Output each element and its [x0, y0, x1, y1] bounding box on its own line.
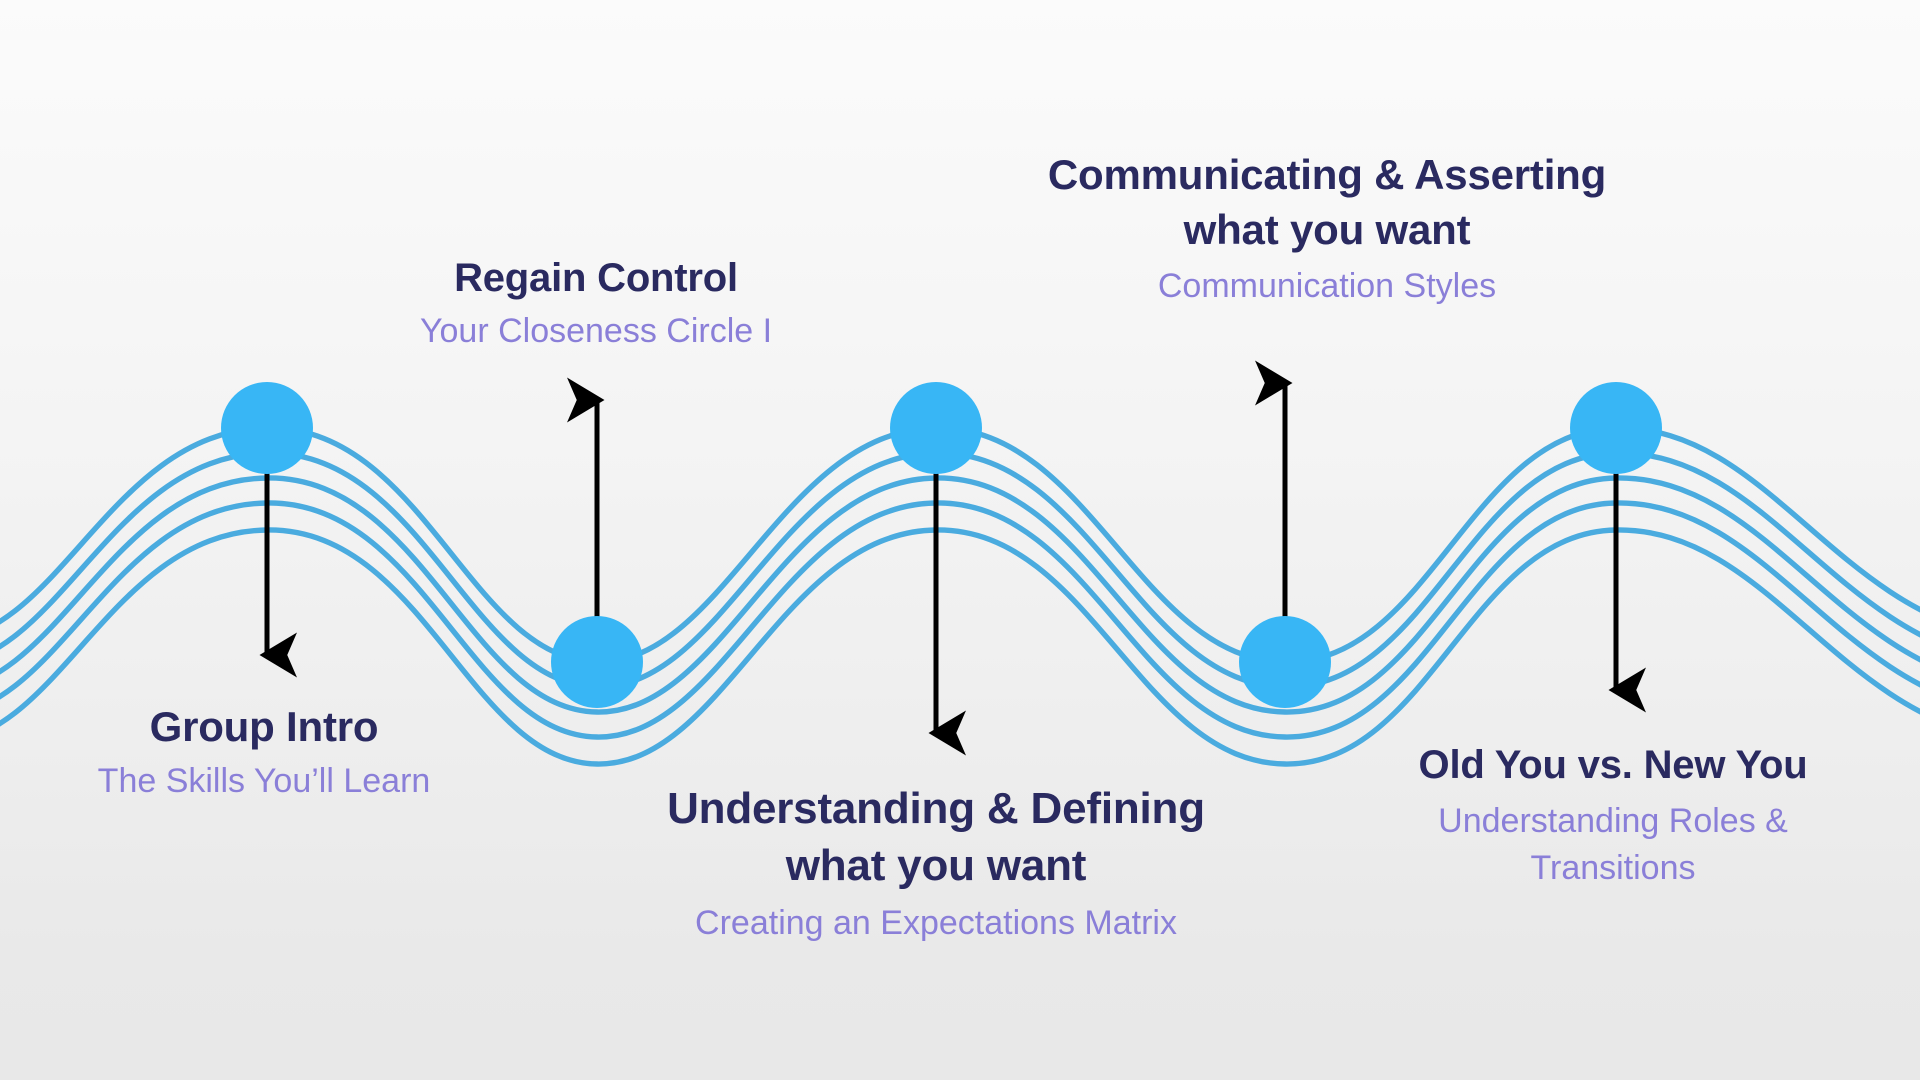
step-subtitle-1: The Skills You’ll Learn — [97, 761, 431, 800]
step-title-1: Group Intro — [149, 703, 379, 750]
milestone-node-2[interactable] — [551, 616, 643, 708]
step-subtitle-5: Understanding Roles & Transitions — [1438, 802, 1788, 888]
step-subtitle-4: Communication Styles — [1157, 267, 1497, 306]
step-label-5: Old You vs. New You Understanding Roles … — [1353, 742, 1873, 892]
step-label-4: Communicating & Asserting what you want … — [967, 148, 1687, 306]
step-label-1: Group Intro The Skills You’ll Learn — [4, 702, 524, 801]
step-label-2: Regain Control Your Closeness Circle I — [316, 255, 876, 351]
milestone-node-3[interactable] — [890, 382, 982, 474]
wave-line-2 — [0, 450, 1920, 690]
milestone-node-4[interactable] — [1239, 616, 1331, 708]
step-title-5: Old You vs. New You — [1418, 743, 1808, 787]
wave-line-3 — [0, 475, 1920, 715]
step-title-4: Communicating & Asserting what you want — [1047, 151, 1607, 253]
milestone-node-1[interactable] — [221, 382, 313, 474]
step-subtitle-2: Your Closeness Circle I — [419, 312, 773, 351]
step-title-3: Understanding & Defining what you want — [667, 784, 1205, 891]
milestone-node-5[interactable] — [1570, 382, 1662, 474]
step-subtitle-3: Creating an Expectations Matrix — [695, 904, 1177, 943]
step-label-3: Understanding & Defining what you want C… — [586, 780, 1286, 943]
step-title-2: Regain Control — [454, 256, 738, 300]
